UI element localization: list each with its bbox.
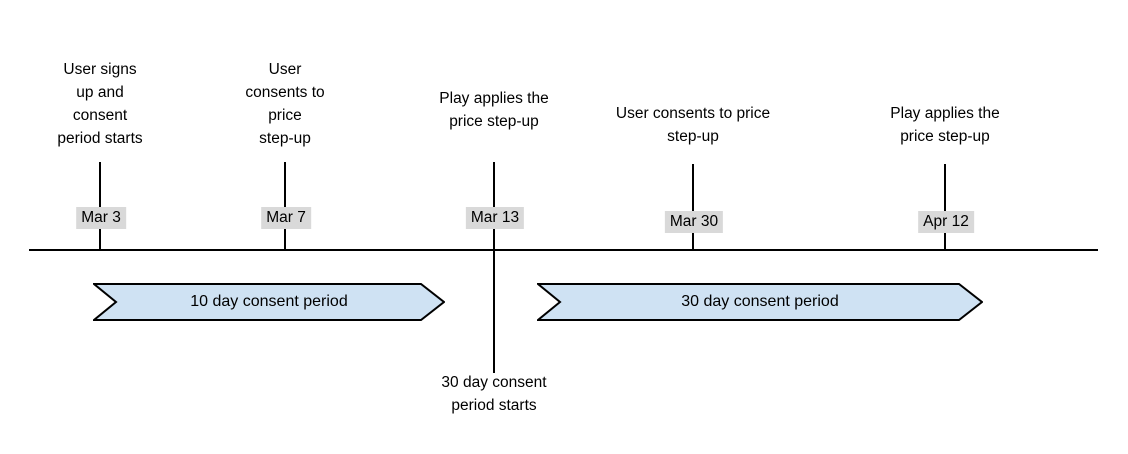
event-date-badge: Mar 3 [76,207,126,229]
event-tick-mark [99,162,101,250]
event-tick-mark [284,162,286,250]
event-tick-mark [493,162,495,373]
below-timeline-annotation: 30 day consent period starts [441,374,547,414]
consent-period-banner-30-day: 30 day consent period [537,283,983,321]
timeline-line [29,249,1098,251]
event-description: Play applies the price step-up [890,105,1000,145]
banner-chevron-shape [93,283,445,321]
banner-label: 30 day consent period [681,293,839,310]
event-description: Play applies the price step-up [439,90,549,130]
event-description: User consents to price step-up [615,105,771,145]
banner-chevron-shape [537,283,983,321]
event-date-badge: Mar 7 [261,207,311,229]
event-tick-mark [944,164,946,250]
event-description: User consents to price step-up [245,61,325,147]
consent-period-banner-10-day: 10 day consent period [93,283,445,321]
event-date-badge: Mar 30 [664,211,724,233]
event-date-badge: Apr 12 [918,211,974,233]
event-tick-mark [692,164,694,250]
banner-label: 10 day consent period [190,293,348,310]
event-description: User signs up and consent period starts [57,61,143,147]
event-date-badge: Mar 13 [465,207,525,229]
